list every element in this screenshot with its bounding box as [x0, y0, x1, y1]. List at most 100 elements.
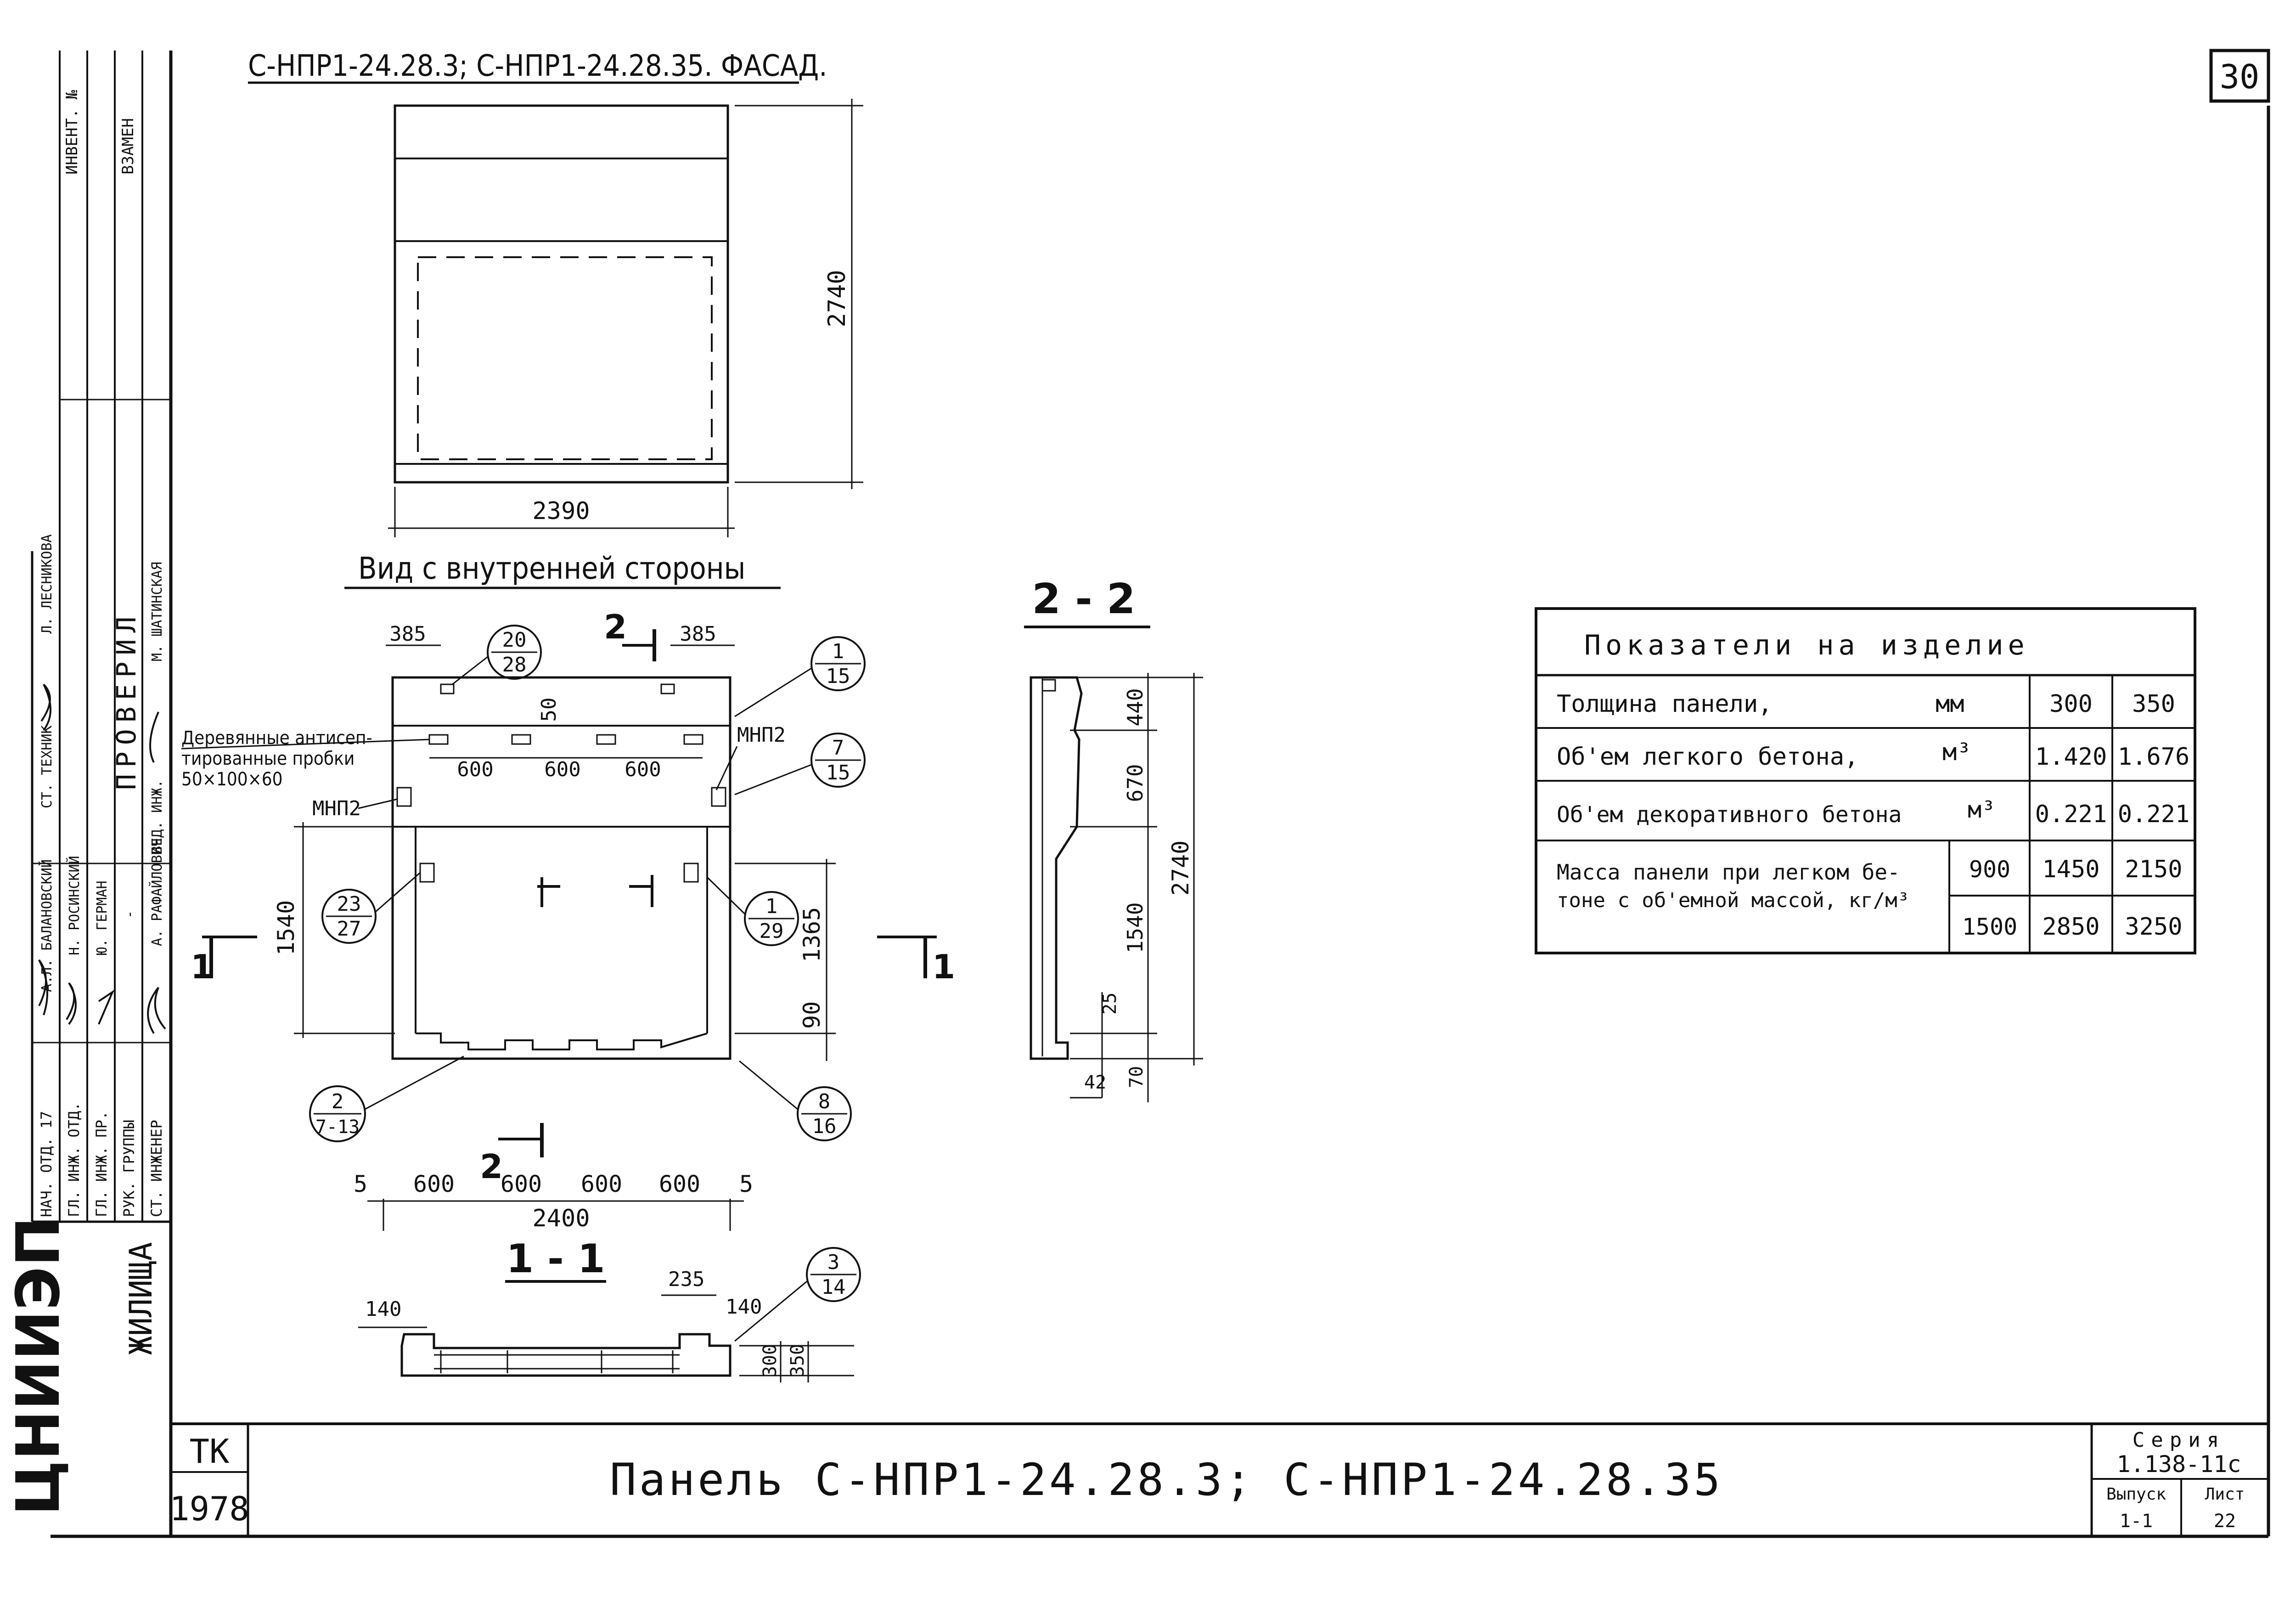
issue-label: Выпуск — [2106, 1485, 2166, 1504]
table-title: Показатели на изделие — [1584, 629, 2029, 661]
row-thickness-label: Толщина панели, — [1557, 690, 1773, 718]
svg-text:2: 2 — [604, 608, 627, 646]
callout-8-16: 8 16 — [739, 1060, 852, 1141]
dim-overall-2400: 2400 — [532, 1205, 590, 1232]
row-deco-concrete-label: Об'ем декоративного бетона — [1557, 802, 1902, 828]
sec11-dim-350: 350 — [787, 1344, 808, 1377]
svg-text:ГЛ. ИНЖ. ОТД.: ГЛ. ИНЖ. ОТД. — [65, 1102, 83, 1217]
sec22-dim-670: 670 — [1123, 764, 1148, 802]
stamp-names: А.Л. БАЛАНОВСКИЙ Н. РОСИНСКИЙ Ю. ГЕРМАН … — [39, 534, 165, 992]
title-block: ТК 1978 Панель С-НПР1-24.28.3; С-НПР1-24… — [169, 1422, 2268, 1536]
indicators-table: Показатели на изделие Толщина панели, мм… — [1535, 607, 2196, 954]
svg-text:2: 2 — [332, 1090, 344, 1113]
series-label: Серия — [2133, 1428, 2225, 1452]
svg-text:27: 27 — [337, 917, 361, 941]
row-thickness-v2: 350 — [2132, 690, 2175, 718]
dim-vertical-50: 50 — [537, 698, 561, 722]
svg-text:М. ШАТИНСКАЯ: М. ШАТИНСКАЯ — [149, 562, 165, 661]
section-1-1-title: 1 - 1 — [506, 1236, 605, 1282]
wood-plug-note-2: тированные пробки — [181, 748, 355, 769]
svg-text:29: 29 — [760, 919, 784, 943]
dim-bottom-600-1: 600 — [413, 1171, 455, 1197]
row-thickness-unit: мм — [1936, 690, 1964, 718]
svg-text:НАЧ. ОТД. 17: НАЧ. ОТД. 17 — [38, 1111, 55, 1217]
dim-bottom-600-3: 600 — [581, 1171, 622, 1197]
svg-text:28: 28 — [502, 653, 527, 677]
svg-text:Ю. ГЕРМАН: Ю. ГЕРМАН — [94, 880, 110, 955]
row-deco-concrete-v2: 0.221 — [2118, 801, 2190, 828]
sec22-dim-2740: 2740 — [1167, 840, 1194, 896]
facade-view: С-НПР1-24.28.3; С-НПР1-24.28.35. ФАСАД. … — [248, 49, 863, 537]
section-marker-2-top: 2 — [604, 608, 656, 661]
svg-text:РУК. ГРУППЫ: РУК. ГРУППЫ — [120, 1120, 138, 1217]
dim-spacing-1: 600 — [457, 758, 493, 781]
svg-text:1: 1 — [932, 948, 955, 986]
stamp-roles: НАЧ. ОТД. 17 ГЛ. ИНЖ. ОТД. ГЛ. ИНЖ. ПР. … — [38, 1102, 165, 1217]
sheet-label: Лист — [2205, 1485, 2245, 1504]
callout-1-15: 1 15 — [734, 636, 866, 717]
dim-bottom-5-right: 5 — [739, 1171, 753, 1197]
sheet-value: 22 — [2214, 1511, 2236, 1532]
mass-900-v1: 1450 — [2042, 856, 2099, 883]
svg-text:ВЗАМЕН: ВЗАМЕН — [119, 118, 137, 175]
dim-top-right-385: 385 — [680, 622, 716, 646]
sec11-dim-left-140: 140 — [365, 1297, 401, 1321]
svg-text:23: 23 — [337, 892, 361, 916]
svg-text:3: 3 — [827, 1251, 840, 1274]
facade-width-dim: 2390 — [532, 497, 590, 525]
svg-text:20: 20 — [502, 628, 527, 652]
sec22-dim-42: 42 — [1084, 1072, 1106, 1093]
svg-text:1: 1 — [765, 895, 778, 918]
svg-text:СТ. ТЕХНИК: СТ. ТЕХНИК — [39, 725, 55, 808]
sec22-dim-70: 70 — [1126, 1066, 1147, 1088]
wood-plug-note-3: 50×100×60 — [181, 769, 283, 790]
callout-7-15: 7 15 — [734, 733, 866, 795]
mass-900-v2: 2150 — [2125, 856, 2182, 883]
callout-20-28: 20 28 — [452, 625, 542, 685]
dim-right-90: 90 — [799, 1001, 825, 1029]
svg-text:8: 8 — [818, 1090, 831, 1113]
mass-label-1: Масса панели при легком бе- — [1557, 860, 1900, 885]
sheet-number-box: 30 — [2209, 49, 2270, 103]
stamp-signatures — [38, 683, 166, 1034]
svg-text:А.Л. БАЛАНОВСКИЙ: А.Л. БАЛАНОВСКИЙ — [39, 859, 55, 992]
sec22-dim-1540: 1540 — [1123, 903, 1148, 953]
svg-text:14: 14 — [822, 1275, 846, 1299]
org-logo: ЦНИИЭП ЖИЛИЩА — [3, 1217, 159, 1516]
mass-density-900: 900 — [1969, 856, 2010, 883]
row-light-concrete-unit: м³ — [1942, 739, 1971, 766]
dim-right-1365: 1365 — [799, 907, 825, 962]
dim-top-left-385: 385 — [389, 622, 426, 646]
svg-text:Л. ЛЕСНИКОВА: Л. ЛЕСНИКОВА — [39, 534, 55, 634]
sheet-number: 30 — [2220, 57, 2260, 96]
sec22-dim-25: 25 — [1099, 993, 1120, 1015]
mass-label-2: тоне с об'емной массой, кг/м³ — [1557, 889, 1909, 912]
dim-bottom-5-left: 5 — [354, 1171, 367, 1197]
mp2-label-left: МНП2 — [312, 797, 361, 820]
sec11-dim-300: 300 — [760, 1344, 781, 1377]
row-light-concrete-v1: 1.420 — [2035, 743, 2107, 771]
svg-text:15: 15 — [826, 761, 850, 784]
mass-1500-v2: 3250 — [2125, 913, 2182, 941]
row-light-concrete-v2: 1.676 — [2118, 743, 2190, 771]
svg-text:ГЛ. ИНЖ. ПР.: ГЛ. ИНЖ. ПР. — [93, 1111, 110, 1217]
stamp-inventory-header: ИНВЕНТ. № ВЗАМЕН — [63, 90, 137, 175]
sec22-dim-440: 440 — [1123, 688, 1148, 726]
row-deco-concrete-unit: м³ — [1968, 796, 1995, 823]
org-logo-mark: ЦНИИЭП — [3, 1217, 73, 1516]
svg-text:2: 2 — [480, 1147, 503, 1186]
svg-text:-: - — [122, 910, 138, 919]
svg-text:1: 1 — [832, 640, 844, 663]
mp2-label-right: МНП2 — [737, 723, 786, 747]
org-suffix: ЖИЛИЩА — [123, 1242, 159, 1355]
svg-text:СТ. ИНЖЕНЕР: СТ. ИНЖЕНЕР — [148, 1120, 165, 1217]
inner-view-title: Вид с внутренней стороны — [358, 551, 745, 586]
year: 1978 — [169, 1489, 249, 1528]
svg-text:ПРОВЕРИЛ: ПРОВЕРИЛ — [111, 610, 142, 790]
svg-text:7-13: 7-13 — [315, 1117, 360, 1138]
svg-text:15: 15 — [826, 665, 850, 688]
dim-bottom-600-4: 600 — [659, 1171, 700, 1197]
svg-text:ИНВЕНТ. №: ИНВЕНТ. № — [63, 90, 81, 175]
sec11-dim-235: 235 — [668, 1268, 704, 1291]
